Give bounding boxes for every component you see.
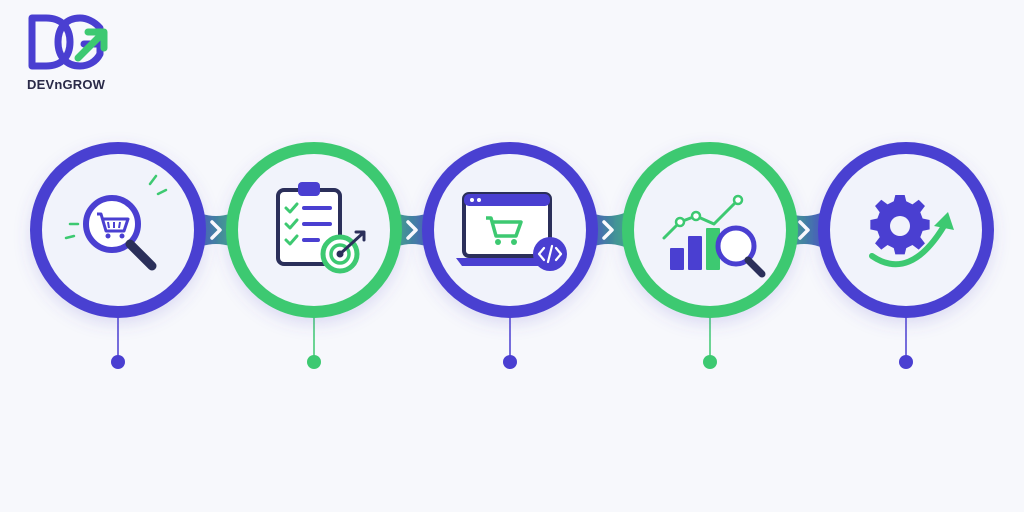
step-3-node[interactable] [422,142,598,369]
chevron-right-icon [798,220,810,240]
browser-cart-code-icon [456,192,567,271]
chart-magnifier-icon [662,194,766,278]
step-5-dot [899,355,913,369]
chevron-right-icon [406,220,418,240]
step-4-node[interactable] [622,142,798,369]
magnifier-cart-icon [64,174,168,271]
clipboard-target-icon [276,182,366,274]
connector-chevrons [210,220,810,240]
step-5-node[interactable] [818,142,994,369]
devngrow-logo-mark [28,14,108,70]
brand-logo[interactable]: DEVnGROW [26,14,126,94]
chevron-right-icon [602,220,614,240]
step-2-node[interactable] [226,142,402,369]
step-1-node[interactable] [30,142,206,369]
chevron-right-icon [210,220,222,240]
brand-name: DEVnGROW [27,77,106,92]
step-4-dot [703,355,717,369]
gear-growth-arrow-icon [869,195,954,268]
step-3-dot [503,355,517,369]
step-2-dot [307,355,321,369]
step-1-dot [111,355,125,369]
